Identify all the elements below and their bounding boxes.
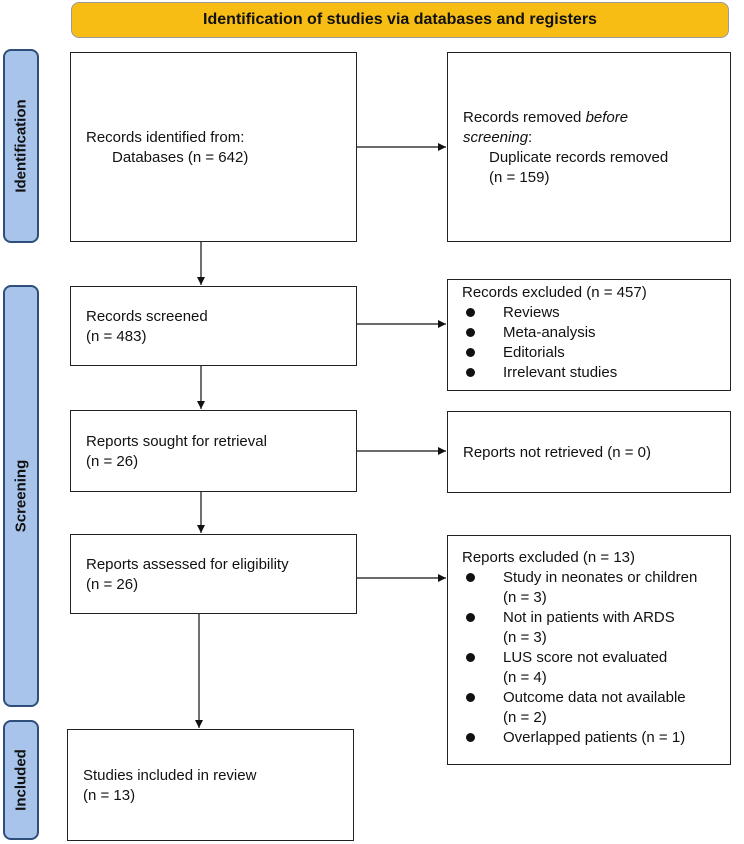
studies-included-count: (n = 13) (83, 787, 136, 804)
records-identified-databases: Databases (n = 642) (112, 149, 249, 166)
records-screened-box: Records screened (n = 483) (70, 286, 357, 366)
list-item-count: (n = 4) (503, 669, 547, 686)
reports-excluded-list: Study in neonates or children (n = 3) No… (462, 568, 697, 748)
list-item: Not in patients with ARDS (462, 608, 697, 628)
phase-screening-label: Screening (12, 459, 30, 533)
list-item: Study in neonates or children (462, 568, 697, 588)
records-screened-count: (n = 483) (86, 328, 147, 345)
banner-header: Identification of studies via databases … (71, 2, 729, 38)
reports-assessed-label: Reports assessed for eligibility (86, 556, 289, 573)
reports-sought-label: Reports sought for retrieval (86, 433, 267, 450)
reports-assessed-count: (n = 26) (86, 576, 139, 593)
records-excluded-list: Reviews Meta-analysis Editorials Irrelev… (462, 303, 647, 383)
banner-title: Identification of studies via databases … (203, 11, 597, 28)
records-removed-line2: screening: (463, 129, 533, 146)
records-removed-line1: Records removed before (463, 109, 629, 126)
records-screened-label: Records screened (86, 308, 208, 325)
records-excluded-title: Records excluded (n = 457) (462, 284, 647, 301)
reports-not-retrieved-box: Reports not retrieved (n = 0) (447, 411, 731, 493)
records-identified-heading: Records identified from: (86, 129, 245, 146)
phase-identification: Identification (3, 49, 39, 243)
reports-not-retrieved-label: Reports not retrieved (n = 0) (463, 444, 652, 461)
phase-screening: Screening (3, 285, 39, 707)
list-item: Editorials (462, 343, 647, 363)
duplicate-records-count: (n = 159) (489, 169, 550, 186)
studies-included-label: Studies included in review (83, 767, 257, 784)
reports-excluded-box: Reports excluded (n = 13) Study in neona… (447, 535, 731, 765)
duplicate-records-label: Duplicate records removed (489, 149, 669, 166)
list-item: Reviews (462, 303, 647, 323)
records-removed-box: Records removed before screening: Duplic… (447, 52, 731, 242)
phase-identification-label: Identification (12, 99, 30, 193)
reports-sought-box: Reports sought for retrieval (n = 26) (70, 410, 357, 492)
list-item: Irrelevant studies (462, 363, 647, 383)
reports-assessed-box: Reports assessed for eligibility (n = 26… (70, 534, 357, 614)
list-item-count: (n = 3) (503, 629, 547, 646)
phase-included-label: Included (12, 749, 30, 811)
records-identified-box: Records identified from: Databases (n = … (70, 52, 357, 242)
phase-included: Included (3, 720, 39, 840)
list-item-count: (n = 3) (503, 589, 547, 606)
reports-excluded-title: Reports excluded (n = 13) (462, 549, 636, 566)
studies-included-box: Studies included in review (n = 13) (67, 729, 354, 841)
records-excluded-box: Records excluded (n = 457) Reviews Meta-… (447, 279, 731, 391)
list-item: Overlapped patients (n = 1) (462, 728, 697, 748)
reports-sought-count: (n = 26) (86, 453, 139, 470)
list-item: Outcome data not available (462, 688, 697, 708)
list-item: LUS score not evaluated (462, 648, 697, 668)
list-item-count: (n = 2) (503, 709, 547, 726)
list-item: Meta-analysis (462, 323, 647, 343)
